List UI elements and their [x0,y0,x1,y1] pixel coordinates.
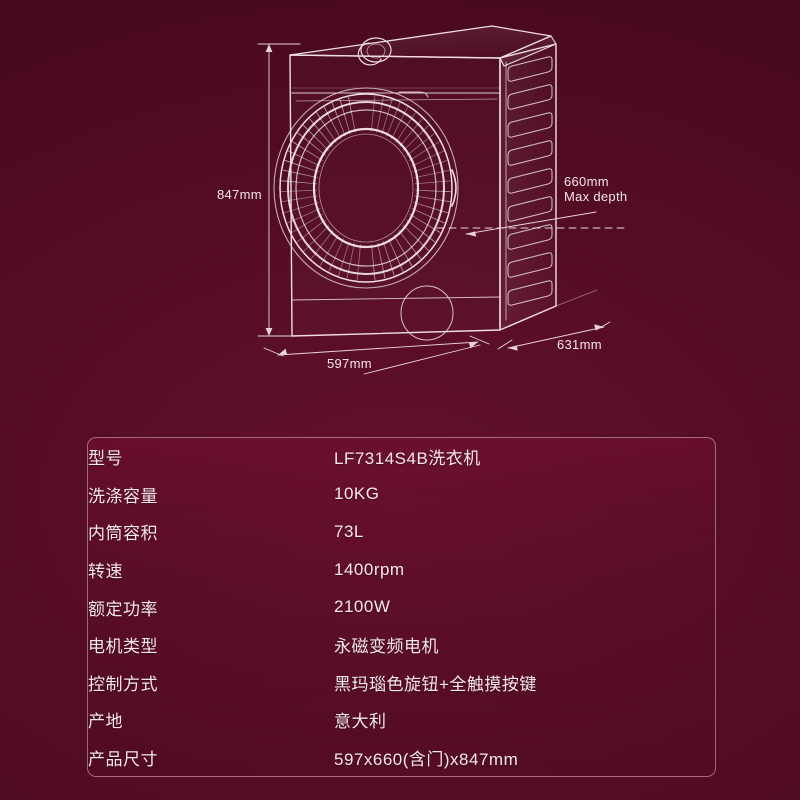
depth-dimension-sublabel: Max depth [564,188,628,204]
table-row: 型号 LF7314S4B洗衣机 [88,438,715,476]
side-panel-slats [507,56,553,306]
spec-label: 控制方式 [88,674,158,694]
specification-panel: 型号 LF7314S4B洗衣机 洗涤容量 10KG 内筒容积 73L 转速 14… [87,437,716,777]
table-row: 转速 1400rpm [88,551,715,589]
spec-label: 产地 [88,712,123,732]
spec-label: 转速 [88,562,123,582]
filter-hatch [400,285,454,341]
width-dimension-label: 597mm [327,356,372,371]
spec-value: 597x660(含门)x847mm [334,750,519,770]
spec-label: 洗涤容量 [88,486,158,506]
table-row: 洗涤容量 10KG [88,476,715,514]
spec-value: 1400rpm [334,559,405,579]
spec-label: 产品尺寸 [88,750,158,770]
depth-dimension-label: 660mm Max depth [564,174,628,205]
specification-table: 型号 LF7314S4B洗衣机 洗涤容量 10KG 内筒容积 73L 转速 14… [88,438,715,776]
spec-value: 73L [334,521,364,541]
table-row: 产品尺寸 597x660(含门)x847mm [88,739,715,776]
table-row: 电机类型 永磁变频电机 [88,626,715,664]
height-dimension-label: 847mm [217,187,262,202]
spec-label: 电机类型 [88,637,158,657]
dimension-lines [257,43,625,375]
spec-value: 意大利 [334,712,387,732]
side-depth-dimension-label: 631mm [557,337,602,352]
control-knob [357,37,392,66]
spec-value: 2100W [334,597,391,617]
table-row: 额定功率 2100W [88,588,715,626]
spec-value: 10KG [334,484,380,504]
spec-value: 永磁变频电机 [334,637,439,657]
spec-value: 黑玛瑙色旋钮+全触摸按键 [334,674,537,694]
depth-dimension-value: 660mm [564,174,609,189]
table-row: 产地 意大利 [88,701,715,739]
specification-table-body: 型号 LF7314S4B洗衣机 洗涤容量 10KG 内筒容积 73L 转速 14… [88,438,715,776]
machine-front-face [289,54,501,337]
spec-label: 型号 [88,449,123,469]
spec-label: 内筒容积 [88,524,158,544]
washing-machine-diagram: 847mm 660mm Max depth 597mm 631mm [217,25,628,375]
plinth-line [292,296,501,301]
table-row: 内筒容积 73L [88,513,715,551]
spec-value: LF7314S4B洗衣机 [334,449,481,469]
spec-label: 额定功率 [88,599,158,619]
table-row: 控制方式 黑玛瑙色旋钮+全触摸按键 [88,664,715,702]
